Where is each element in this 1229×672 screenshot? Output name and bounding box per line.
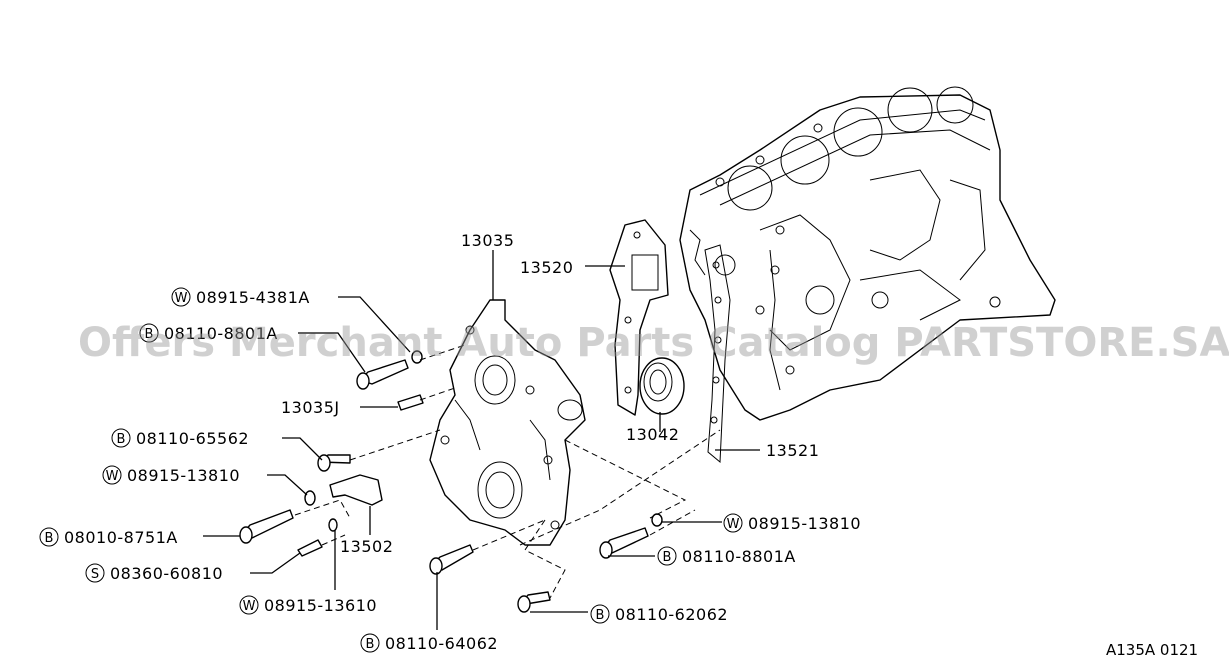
prefix-w-1: W — [175, 291, 188, 306]
label-13521: 13521 — [766, 441, 819, 460]
prefix-markers: W B B W B S W B B W B — [39, 287, 743, 653]
label-08360-60810: 08360-60810 — [110, 564, 223, 583]
label-13042: 13042 — [626, 425, 679, 444]
prefix-w-2: W — [106, 469, 119, 484]
label-08110-64062: 08110-64062 — [385, 634, 498, 653]
watermark: Offers Merchant Auto Parts Catalog PARTS… — [78, 320, 1229, 366]
prefix-b-4: B — [366, 637, 375, 652]
prefix-w-3: W — [243, 599, 256, 614]
label-08010-8751a: 08010-8751A — [64, 528, 178, 547]
label-08915-13810-left: 08915-13810 — [127, 466, 240, 485]
part-labels: 13035 13520 08915-4381A 08110-8801A 1303… — [64, 231, 861, 653]
label-08110-8801a-upper: 08110-8801A — [164, 324, 278, 343]
label-13520: 13520 — [520, 258, 573, 277]
label-13035j: 13035J — [281, 398, 340, 417]
label-08110-8801a-lower: 08110-8801A — [682, 547, 796, 566]
prefix-w-4: W — [727, 517, 740, 532]
small-parts — [239, 350, 663, 613]
label-08110-65562: 08110-65562 — [136, 429, 249, 448]
prefix-b-3: B — [45, 531, 54, 546]
label-08110-62062: 08110-62062 — [615, 605, 728, 624]
gasket-13520 — [609, 219, 669, 416]
prefix-b-2: B — [117, 432, 126, 447]
label-13035: 13035 — [461, 231, 514, 250]
prefix-s-1: S — [91, 567, 99, 582]
label-08915-13610: 08915-13610 — [264, 596, 377, 615]
assembly-lines — [294, 344, 721, 599]
label-13502: 13502 — [340, 537, 393, 556]
leader-lines — [203, 250, 760, 630]
seal-13042 — [639, 357, 685, 415]
label-08915-4381a: 08915-4381A — [196, 288, 310, 307]
label-08915-13810-right: 08915-13810 — [748, 514, 861, 533]
prefix-b-5: B — [596, 608, 605, 623]
diagram-code: A135A 0121 — [1106, 641, 1198, 659]
prefix-b-6: B — [663, 550, 672, 565]
gasket-13521 — [704, 244, 731, 464]
front-cover-13035 — [429, 299, 586, 546]
prefix-b-1: B — [145, 327, 154, 342]
engine-block — [679, 86, 1056, 421]
